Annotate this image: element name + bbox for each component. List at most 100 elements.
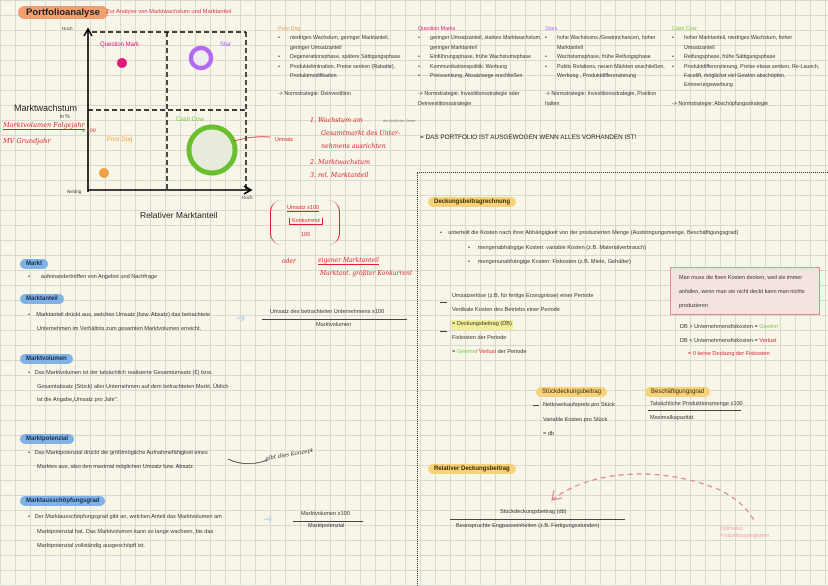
minus-sign: [440, 302, 447, 303]
star-ring: [188, 45, 214, 71]
minus-sign: [533, 405, 539, 406]
db-heading: Deckungsbeitragrechnung: [428, 197, 517, 207]
text: =: [452, 349, 457, 355]
hw-growth-denominator: MV Grundjahr: [3, 137, 51, 145]
markt-text: • aufeinandertreffen von Angebot und Nac…: [28, 274, 158, 280]
db-calc-4: Fixkosten der Periode: [452, 335, 507, 341]
hw-marktpotenzial-note: gibt dies Konzept: [264, 447, 314, 463]
list-item: Einführungsphase, frühe Wachstumsphase: [418, 53, 544, 63]
gewinn: Gewinn: [456, 349, 476, 355]
hw-x100: x 100: [82, 128, 96, 134]
fraction-line: [262, 319, 407, 320]
column-title: Poor Dog: [278, 26, 301, 32]
text-line: unterteilt die Kosten nach ihrer Abhängi…: [448, 230, 739, 236]
fraction-line: [648, 410, 741, 411]
x-high-label: Hoch: [242, 195, 253, 200]
stueck-line-1: Nettoverkaufspreis pro Stück: [543, 402, 615, 408]
list-item: Produktdifferenzierung, Preise etwas sen…: [672, 63, 822, 91]
strategy: -> Normstrategie: Deinvestition: [278, 91, 351, 98]
hw-list-2: 2. Marktwachstum: [310, 159, 371, 166]
list-item: Wachstumsphase, frühe Reifungsphase: [545, 53, 671, 63]
strategy: -> Normstrategie: Investitionsstrategie,…: [545, 91, 657, 107]
marktvolumen-heading: Marktvolumen: [20, 354, 73, 364]
text-line: mengenabhängige Kosten: variable Kosten …: [477, 245, 646, 251]
balanced-note: = DAS PORTFOLIO IST AUSGEWOGEN WENN ALLE…: [420, 134, 637, 141]
stueck-line-3: = db: [543, 431, 555, 437]
db-result: = Gewinn/ Verlust der Periode: [452, 348, 527, 358]
db-note: Man muss die fixen Kosten decken, weil s…: [679, 275, 805, 309]
list-item: Produktelimination, Preise senken (Rabat…: [278, 63, 404, 82]
strategy: -> Normstrategie: Abschöpfungsstrategie: [672, 100, 769, 107]
text-line: Der Marktausschöpfungsgrad gibt an, welc…: [34, 514, 222, 520]
strategy: -> Normstrategie: Investitionsstrategie …: [418, 91, 520, 107]
db-calc-2: Vertikale Kosten des Betriebs einer Peri…: [452, 307, 560, 313]
ausschoepfung-heading: Marktausschöpfungsgrad: [20, 496, 106, 506]
y-high-label: Hoch: [62, 26, 73, 31]
marktpotenzial-arrow: [227, 458, 268, 464]
page-title: Portfolioanalyse: [18, 6, 108, 19]
hw-alt-num: eigener Marktanteil: [318, 257, 379, 265]
list-item: niedriges Wachstum, geringer Marktanteil…: [278, 34, 404, 53]
db-sub-1: • mengenabhängige Kosten: variable Koste…: [468, 245, 646, 251]
fraction-line: [293, 521, 363, 522]
hw-alt-den: Marktant. größter Konkurrent: [320, 270, 413, 277]
reldb-dashed-arrow: [551, 473, 756, 523]
list-item: Public Relations, neuen Märkten anschlie…: [545, 63, 671, 82]
marktvolumen-text: • Das Marktvolumen ist der tatsächlich r…: [28, 370, 229, 403]
question-mark-label: Question Mark: [100, 42, 140, 48]
portfolio-matrix: [83, 27, 271, 195]
markt-line: aufeinandertreffen von Angebot und Nachf…: [40, 274, 158, 280]
besch-num: Tatsächliche Produktionsmenge x100: [650, 401, 743, 407]
text: DB > Unternehmensfixkosten =: [680, 324, 760, 330]
column-title: Cash Cow: [672, 26, 697, 32]
list-item: hoher Marktanteil, niedriges Wachstum, h…: [672, 34, 822, 53]
verlust: Verlust: [759, 338, 777, 344]
umsatz-arrow: [233, 136, 271, 142]
text-line: Marktes aus, also den maximal möglichen …: [37, 463, 195, 470]
y-low-label: Niedrig: [67, 189, 82, 194]
text-line: Das Marktvolumen ist der tatsächlich rea…: [34, 370, 213, 376]
reldb-note-2: Produktionsprogramm: [720, 533, 770, 539]
text-line: Marktpotenzial vollständig ausgeschöpft …: [37, 543, 145, 549]
marktanteil-formula-num: Umsatz des betrachteten Unternehmens x10…: [270, 309, 385, 315]
db-sub-2: • mengenunabhängige Kosten: Fixkosten (z…: [468, 259, 632, 265]
hw-list-1b: Gesamtmarkt des Unter-: [321, 130, 401, 137]
hw-list-1c: nehmens ausrichten: [321, 143, 386, 150]
db-compare-3: = 0 keine Deckung der Fixkosten: [688, 351, 770, 357]
poor-dog-dot: [99, 168, 109, 178]
cash-cow-label: Cash Cow: [176, 117, 204, 123]
marktanteil-arrow-icon: ➜: [236, 311, 247, 325]
ausschoepfung-formula-den: Marktpotenzial: [308, 523, 345, 529]
column-stars: Stars hohe Wachstums-/Gewinnchancen, hoh…: [545, 25, 671, 109]
reldb-den: Beanspruchte Engpasseinheiten (z.B. Fert…: [456, 523, 600, 529]
markt-heading: Markt: [20, 259, 49, 269]
reldb-heading: Relativer Deckungsbeitrag: [428, 464, 516, 474]
hw-or: oder: [282, 258, 296, 265]
db-compare-1: DB > Unternehmensfixkosten = Gewinn: [680, 323, 778, 333]
hw-side-note: die Größe der Kreise: [383, 119, 416, 123]
db-calc-3: = Deckungsbeitrag (DB): [451, 320, 513, 330]
text-line: mengenunabhängige Kosten: Fixkosten (z.B…: [477, 259, 632, 265]
besch-den: Maximalkapazität: [650, 415, 694, 421]
list-item: Degenerationsphase, spätere Sättigungsph…: [278, 53, 404, 63]
verlust: / Verlust: [475, 349, 497, 355]
db-bullet: • unterteilt die Kosten nach ihrer Abhän…: [440, 230, 739, 236]
divider-vertical: [417, 172, 418, 586]
fraction-line: [450, 519, 625, 520]
x-axis-title: Relativer Marktanteil: [140, 210, 218, 220]
quadrant-grid: [88, 31, 247, 190]
column-poor-dog: Poor Dog niedriges Wachstum, geringer Ma…: [278, 25, 404, 100]
y-axis-unit: in %: [60, 114, 70, 120]
umsatz-note: Umsatz: [275, 137, 293, 143]
column-title: Question Marks: [418, 26, 456, 32]
text-line: ist die Angabe„Umsatz pro Jahr“.: [37, 397, 119, 403]
db-compare-2: DB < Unternehmensfixkosten = Verlust: [680, 337, 776, 347]
text-line: Gesamtabsatz (Stück) aller Unternehmen a…: [37, 383, 229, 390]
db-note-box: Man muss die fixen Kosten decken, weil s…: [670, 267, 820, 315]
column-cash-cow: Cash Cow hoher Marktanteil, niedriges Wa…: [672, 25, 822, 109]
list-item: Kommunikationspolitik: Werbung: [418, 63, 544, 73]
stueck-heading: Stückdeckungsbeitrag: [536, 387, 608, 397]
gewinn: Gewinn: [759, 324, 779, 330]
star-label: Star: [220, 42, 232, 48]
list-item: Preissenkung, Absatzwege erschließen: [418, 72, 544, 82]
